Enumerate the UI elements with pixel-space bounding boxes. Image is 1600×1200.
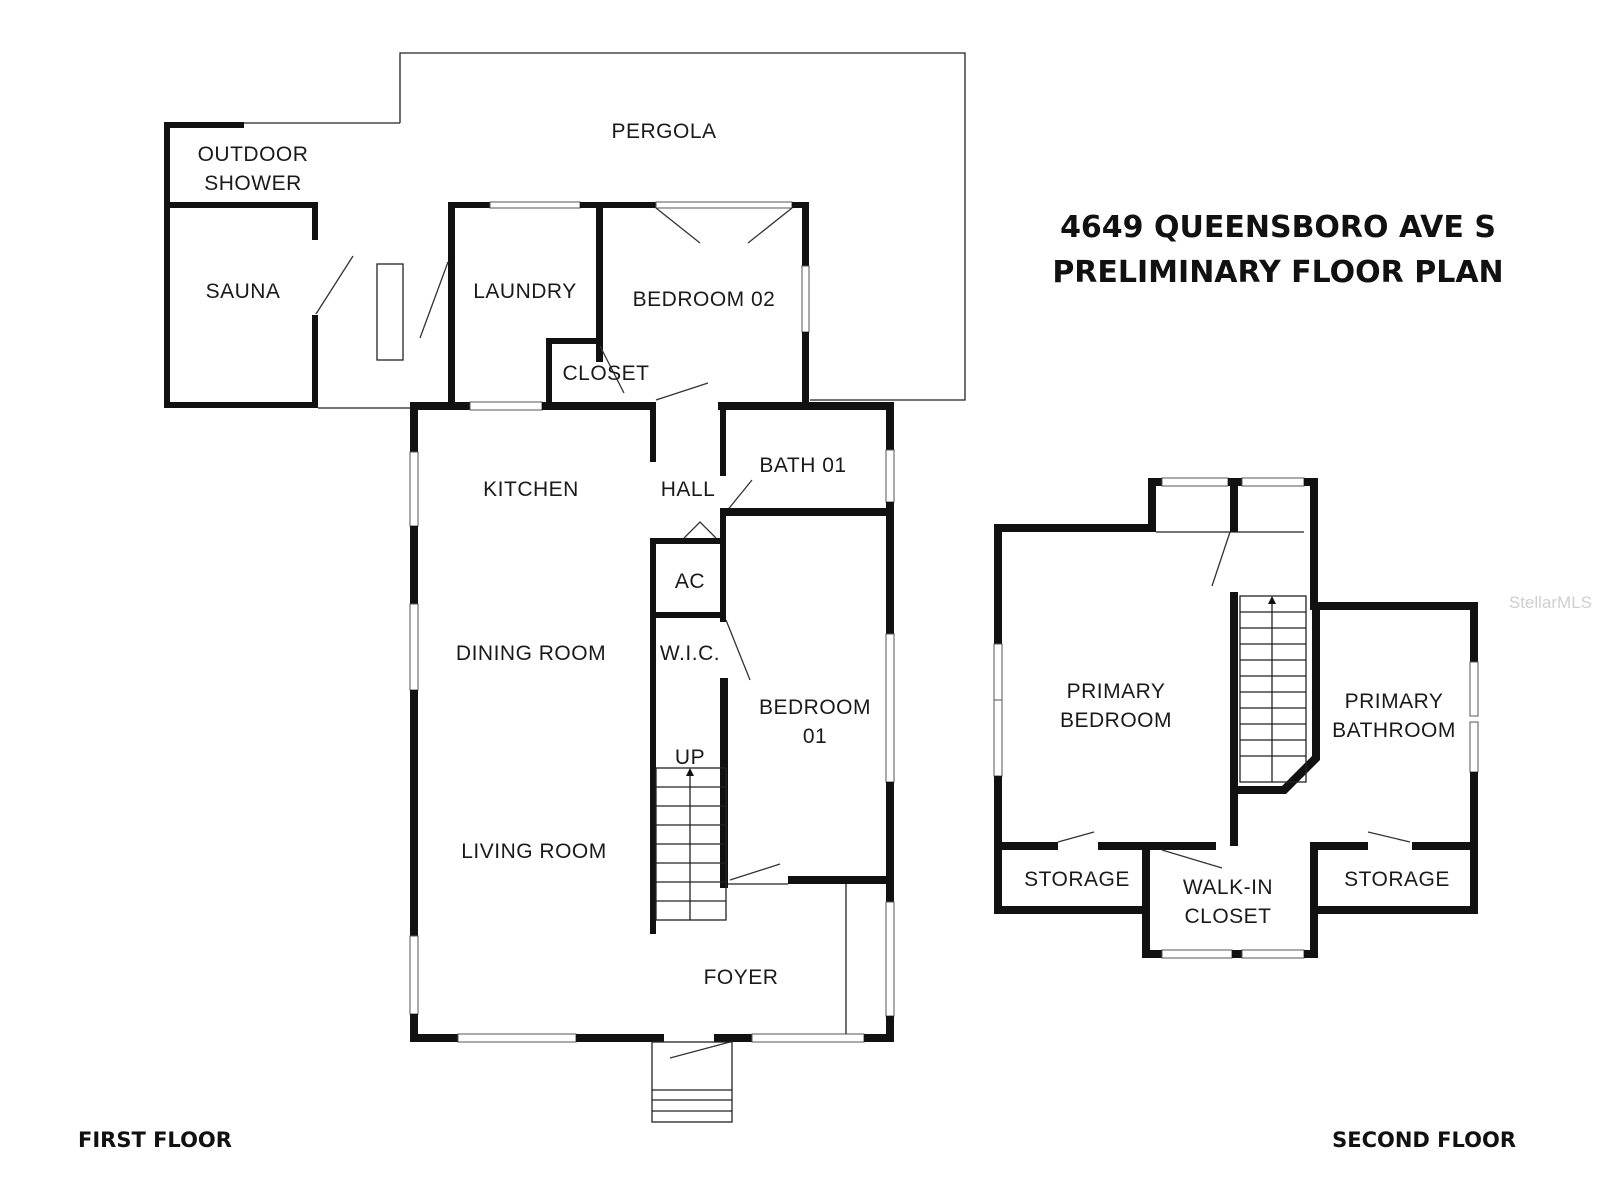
first-floor-plan: [164, 52, 966, 1123]
foyer-label: FOYER: [704, 966, 779, 989]
pergola-label: PERGOLA: [611, 120, 716, 143]
plan-title-subtitle: PRELIMINARY FLOOR PLAN: [1052, 255, 1503, 290]
bath-door: [725, 479, 753, 513]
window: [489, 201, 581, 209]
outdoor-shower-label-2: SHOWER: [204, 172, 302, 195]
primary-bedroom-label-2: BEDROOM: [1060, 709, 1172, 732]
laundry-door: [419, 261, 449, 339]
storage-left-label: STORAGE: [1024, 868, 1130, 891]
ac-label: AC: [675, 570, 705, 593]
wic-label: W.I.C.: [660, 642, 720, 665]
watermark: StellarMLS: [1509, 593, 1592, 612]
stairs-up-label: UP: [675, 746, 705, 769]
hall-label: HALL: [661, 478, 716, 501]
walkin-closet-label-2: CLOSET: [1184, 905, 1271, 928]
second-floor-plan: [993, 477, 1479, 959]
stairs-up: [655, 767, 727, 921]
bath01-label: BATH 01: [759, 454, 846, 477]
laundry-label: LAUNDRY: [473, 280, 576, 303]
dining-room-label: DINING ROOM: [456, 642, 606, 665]
walkin-closet-label-1: WALK-IN: [1183, 876, 1273, 899]
first-floor-label: FIRST FLOOR: [78, 1128, 232, 1152]
bedroom02-label: BEDROOM 02: [633, 288, 776, 311]
front-door: [669, 1041, 731, 1059]
second-floor-label: SECOND FLOOR: [1332, 1128, 1516, 1152]
outdoor-shower-label-1: OUTDOOR: [198, 143, 309, 166]
primary-bedroom-label-1: PRIMARY: [1067, 680, 1166, 703]
storage-right-label: STORAGE: [1344, 868, 1450, 891]
front-steps: [651, 1041, 733, 1123]
primary-bathroom-label-1: PRIMARY: [1345, 690, 1444, 713]
bench: [376, 263, 404, 361]
closet-label: CLOSET: [562, 362, 649, 385]
bedroom01-label-1: BEDROOM: [759, 696, 871, 719]
wic-door: [725, 619, 751, 681]
bedroom01-label-2: 01: [803, 725, 827, 748]
closet-door: [599, 345, 625, 394]
stairs-down: [1239, 595, 1307, 783]
bedroom-door: [1211, 531, 1231, 587]
pergola-outline: [399, 52, 966, 401]
primary-bathroom-label-2: BATHROOM: [1332, 719, 1456, 742]
kitchen-label: KITCHEN: [483, 478, 579, 501]
living-room-label: LIVING ROOM: [461, 840, 607, 863]
bedroom01-door: [729, 863, 781, 881]
sauna-label: SAUNA: [206, 280, 281, 303]
sauna-door: [315, 255, 354, 315]
plan-title-address: 4649 QUEENSBORO AVE S: [1060, 210, 1496, 245]
